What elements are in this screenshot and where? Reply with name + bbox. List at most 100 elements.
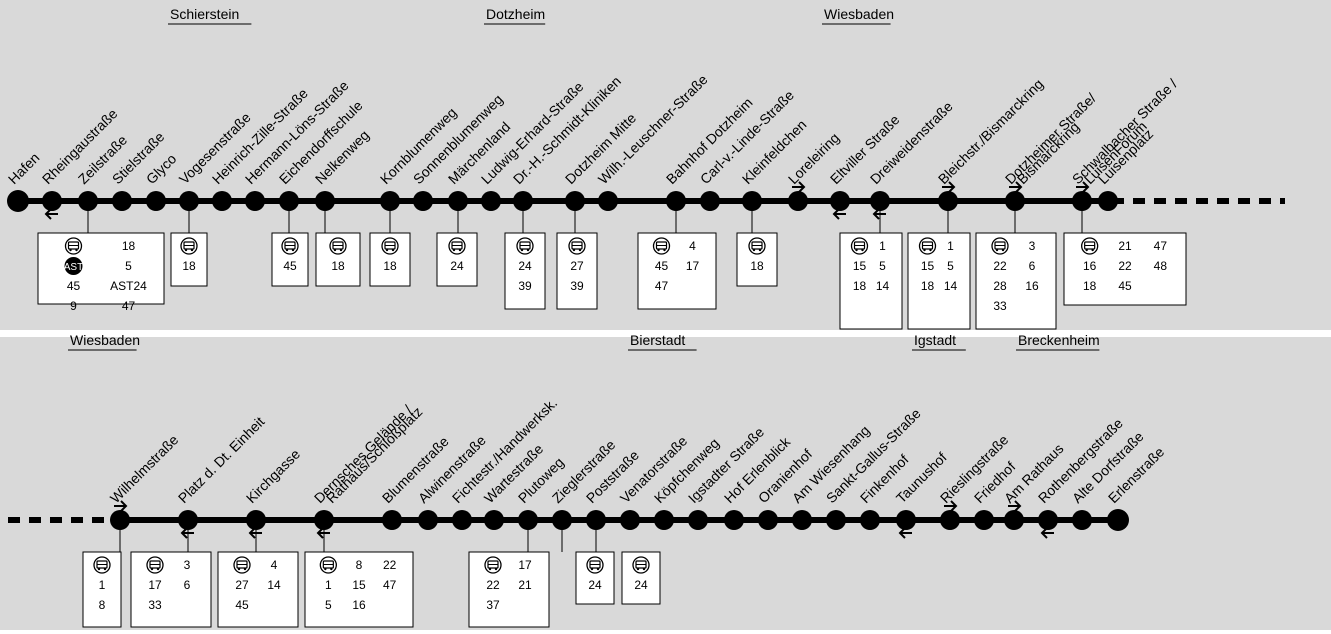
stop-dot: [974, 510, 994, 530]
line-box: [975, 232, 1057, 330]
bus-icon-wheel: [526, 248, 530, 252]
stop-dot: [830, 191, 850, 211]
line-number: 48: [1154, 259, 1168, 273]
line-number: 45: [235, 598, 249, 612]
line-number: 15: [921, 259, 935, 273]
line-number: 5: [879, 259, 886, 273]
arrow-head: [1015, 181, 1023, 193]
district-label: Wiesbaden: [70, 332, 140, 348]
line-number: 27: [570, 259, 584, 273]
bus-icon-wheel: [69, 248, 72, 252]
line-box: [637, 232, 717, 310]
line-number: 22: [486, 578, 500, 592]
stop-dot: [1107, 509, 1129, 531]
arrow-head: [1082, 181, 1090, 193]
bus-icon-wheel: [861, 248, 864, 252]
stop-dot: [724, 510, 744, 530]
arrow-head: [316, 527, 324, 539]
line-number: 45: [283, 259, 297, 273]
line-box: [82, 551, 122, 628]
arrow-head: [180, 527, 188, 539]
bus-icon-wheel: [1091, 248, 1094, 252]
line-number: 16: [352, 598, 366, 612]
bus-icon-wheel: [1085, 248, 1088, 252]
bus-icon-wheel: [578, 248, 582, 252]
bus-icon-wheel: [97, 567, 101, 571]
stop-dot: [418, 510, 438, 530]
district-label: Bierstadt: [630, 332, 685, 348]
bus-icon-wheel: [636, 567, 640, 571]
line-number: 22: [383, 558, 397, 572]
stop-dot: [382, 510, 402, 530]
stop-dot: [826, 510, 846, 530]
line-number: 47: [122, 299, 136, 313]
line-box: [839, 232, 903, 330]
line-number: 9: [70, 299, 77, 313]
bus-icon-wheel: [452, 248, 456, 252]
bus-icon-wheel: [758, 248, 762, 252]
line-number: 15: [853, 259, 867, 273]
bus-icon-wheel: [663, 248, 666, 252]
bus-icon-wheel: [391, 248, 395, 252]
stop-dot: [792, 510, 812, 530]
arrow-head: [832, 208, 840, 220]
arrow-head: [898, 527, 906, 539]
bus-icon-wheel: [190, 248, 194, 252]
stop-dot: [654, 510, 674, 530]
stop-dot: [1004, 510, 1024, 530]
district-label: Breckenheim: [1018, 332, 1100, 348]
stop-dot: [598, 191, 618, 211]
arrow-head: [44, 208, 52, 220]
stop-dot: [860, 510, 880, 530]
line-number: 5: [325, 598, 332, 612]
bus-icon-wheel: [520, 248, 524, 252]
stop-dot: [452, 510, 472, 530]
line-number: 3: [184, 558, 191, 572]
bus-icon-wheel: [642, 567, 646, 571]
stop-dot: [1038, 510, 1058, 530]
line-number: 17: [148, 578, 162, 592]
line-number: 21: [1118, 239, 1132, 253]
ast-badge-label: AST: [64, 262, 83, 273]
stop-dot: [7, 190, 29, 212]
line-number: 33: [148, 598, 162, 612]
line-number: 37: [486, 598, 500, 612]
bus-icon-wheel: [237, 567, 241, 571]
arrow-head: [798, 181, 806, 193]
line-number: 14: [267, 578, 281, 592]
line-number: 1: [325, 578, 332, 592]
line-number: 18: [122, 239, 136, 253]
bus-icon-wheel: [657, 248, 660, 252]
bus-icon-wheel: [324, 567, 327, 571]
line-box: [504, 232, 546, 310]
line-number: 1: [879, 239, 886, 253]
bus-icon-wheel: [243, 567, 247, 571]
arrow-head: [1040, 527, 1048, 539]
line-number: 39: [570, 279, 584, 293]
bus-icon-wheel: [339, 248, 343, 252]
stop-dot: [42, 191, 62, 211]
bus-icon-wheel: [150, 567, 154, 571]
line-box: [37, 232, 165, 305]
line-number: 15: [352, 578, 366, 592]
line-number: 45: [67, 279, 81, 293]
line-number: 47: [655, 279, 669, 293]
stop-dot: [940, 510, 960, 530]
bus-icon-wheel: [458, 248, 462, 252]
bus-icon-wheel: [184, 248, 188, 252]
stop-dot: [484, 510, 504, 530]
district-label: Wiesbaden: [824, 6, 894, 22]
bus-icon-wheel: [291, 248, 295, 252]
bus-icon-wheel: [103, 567, 107, 571]
bus-icon-wheel: [752, 248, 756, 252]
bus-icon-wheel: [596, 567, 600, 571]
bus-icon-wheel: [855, 248, 858, 252]
stop-dot: [700, 191, 720, 211]
line-number: 16: [1025, 279, 1039, 293]
line-number: 45: [655, 259, 669, 273]
line-number: 18: [750, 259, 764, 273]
line-number: 39: [518, 279, 532, 293]
arrow-head: [120, 500, 128, 512]
stop-dot: [245, 191, 265, 211]
